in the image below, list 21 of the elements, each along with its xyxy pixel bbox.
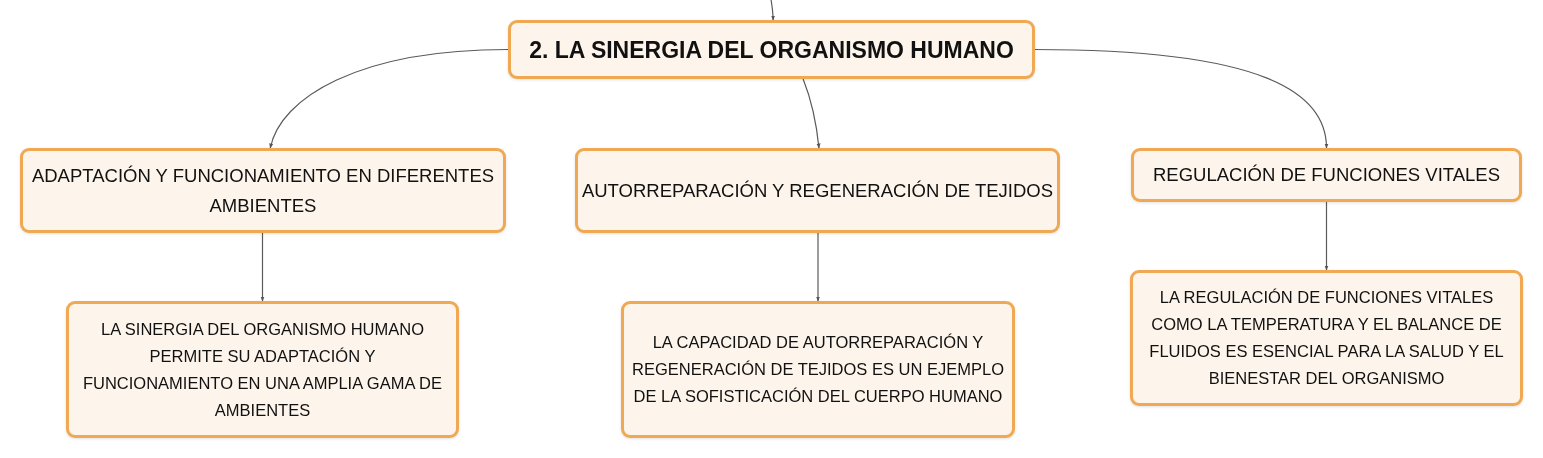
arrow [1034,48,1329,149]
topic-text: LA CAPACIDAD DE AUTORREPARACIÓN Y REGENERACIÓN DE TEJIDOS ES UN EJEMPLO DE LA SOFISTICACIÓN DEL CUERPO HUMANO [631,332,1005,407]
detail-box [1130,270,1523,406]
main-topic-box [508,20,1035,79]
topic-text: REGULACIÓN DE FUNCIONES VITALES [1152,163,1501,187]
topic-text: LA SINERGIA DEL ORGANISMO HUMANO PERMITE SU ADAPTACIÓN Y FUNCIONAMIENTO EN UNA AMPLIA GAMA DE AMBIENTES [81,318,444,421]
arrow [802,78,821,149]
subtopic-box [575,148,1060,233]
subtopic-box [20,148,506,233]
arrow [1324,201,1329,271]
topic-title: 2. LA SINERGIA DEL ORGANISMO HUMANO [529,35,1014,64]
detail-box [66,301,459,438]
topic-text: ADAPTACIÓN Y FUNCIONAMIENTO EN DIFERENTES AMBIENTES [30,163,496,218]
arrow [770,0,776,21]
topic-text: AUTORREPARACIÓN Y REGENERACIÓN DE TEJIDOS [581,178,1054,203]
subtopic-box [1131,148,1522,202]
arrow [260,232,265,302]
arrow [269,48,509,149]
detail-box [621,301,1015,438]
topic-text: LA REGULACIÓN DE FUNCIONES VITALES COMO LA TEMPERATURA Y EL BALANCE DE FLUIDOS ES ESENCIAL PARA LA SALUD Y EL BIENESTAR DEL ORGANISMO [1149,287,1504,389]
arrow [816,232,820,302]
